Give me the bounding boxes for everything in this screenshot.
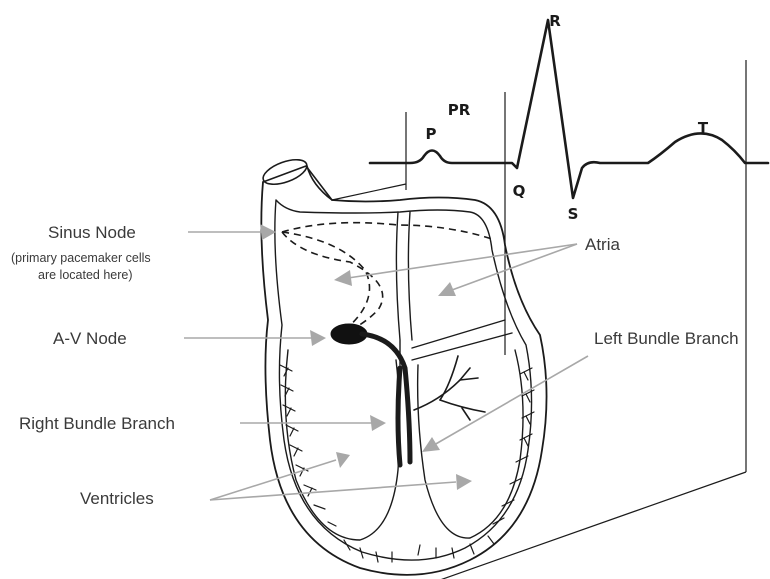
- atria-label: Atria: [585, 235, 621, 254]
- q-wave-label: Q: [513, 182, 526, 200]
- ventricles-pointer-right: [210, 482, 456, 500]
- ventricles-label: Ventricles: [80, 489, 154, 508]
- projection-lines: [332, 184, 746, 579]
- pr-interval-label: PR: [448, 101, 471, 119]
- right-bundle-label: Right Bundle Branch: [19, 414, 175, 433]
- ecg-wave-labels: R PR P T Q S: [426, 12, 709, 223]
- t-wave-label: T: [698, 119, 709, 137]
- heart-illustration: [260, 155, 547, 575]
- sinus-node-label: Sinus Node: [48, 223, 136, 242]
- p-wave-label: P: [426, 125, 437, 143]
- pointer-arrows: [184, 224, 588, 500]
- ventricles-pointer-left: [210, 460, 336, 500]
- r-wave-label: R: [549, 12, 561, 30]
- ecg-guide-lines: [406, 60, 746, 472]
- purkinje-fibres-left: [280, 365, 392, 562]
- s-wave-label: S: [568, 205, 579, 223]
- sinus-node-note-line1: (primary pacemaker cells: [11, 251, 151, 265]
- sinus-node-note-line2: are located here): [38, 268, 133, 282]
- ecg-trace: [370, 20, 768, 198]
- left-bundle-label: Left Bundle Branch: [594, 329, 739, 348]
- left-bundle-pointer: [434, 356, 588, 445]
- av-node-label: A-V Node: [53, 329, 127, 348]
- callout-labels: Sinus Node (primary pacemaker cells are …: [11, 223, 739, 508]
- atria-pointer-left: [348, 244, 577, 278]
